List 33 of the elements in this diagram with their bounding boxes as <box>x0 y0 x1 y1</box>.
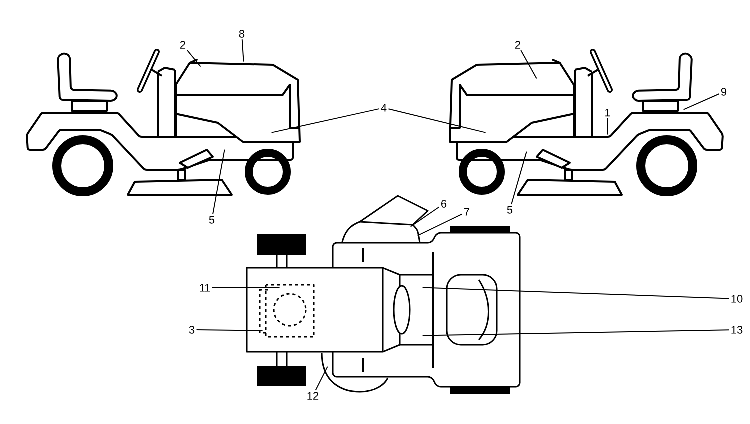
callout-number: 2 <box>516 41 521 49</box>
leader-line <box>607 118 608 136</box>
leader-line <box>511 151 528 205</box>
callout-number: 5 <box>209 216 215 224</box>
leader-line <box>410 206 440 228</box>
callout-number: 10 <box>732 295 743 303</box>
leader-line <box>242 39 244 62</box>
leader-line <box>422 330 730 336</box>
leader-line <box>315 366 328 391</box>
leader-line <box>417 214 463 236</box>
leader-line <box>520 50 538 80</box>
callout-number: 12 <box>308 392 319 400</box>
leader-line <box>388 108 486 134</box>
leader-line <box>271 108 380 134</box>
leader-line <box>196 330 264 332</box>
tractor-side-view-drawing <box>26 49 301 196</box>
leader-line <box>187 50 202 68</box>
leader-line <box>212 149 226 215</box>
callout-number: 4 <box>381 104 387 112</box>
callout-number: 6 <box>442 200 447 208</box>
callout-number: 2 <box>180 41 186 49</box>
callout-number: 7 <box>464 208 470 216</box>
callout-number: 13 <box>732 326 743 334</box>
callout-number: 5 <box>507 206 513 214</box>
leader-line <box>212 287 280 288</box>
tractor-top-view-drawing <box>246 195 521 394</box>
leader-line <box>683 94 720 110</box>
callout-number: 8 <box>239 30 245 38</box>
leader-line <box>422 287 730 300</box>
callout-number: 3 <box>189 326 195 334</box>
callout-number: 9 <box>721 88 727 96</box>
callout-number: 1 <box>606 109 610 117</box>
callout-number: 11 <box>200 284 210 292</box>
